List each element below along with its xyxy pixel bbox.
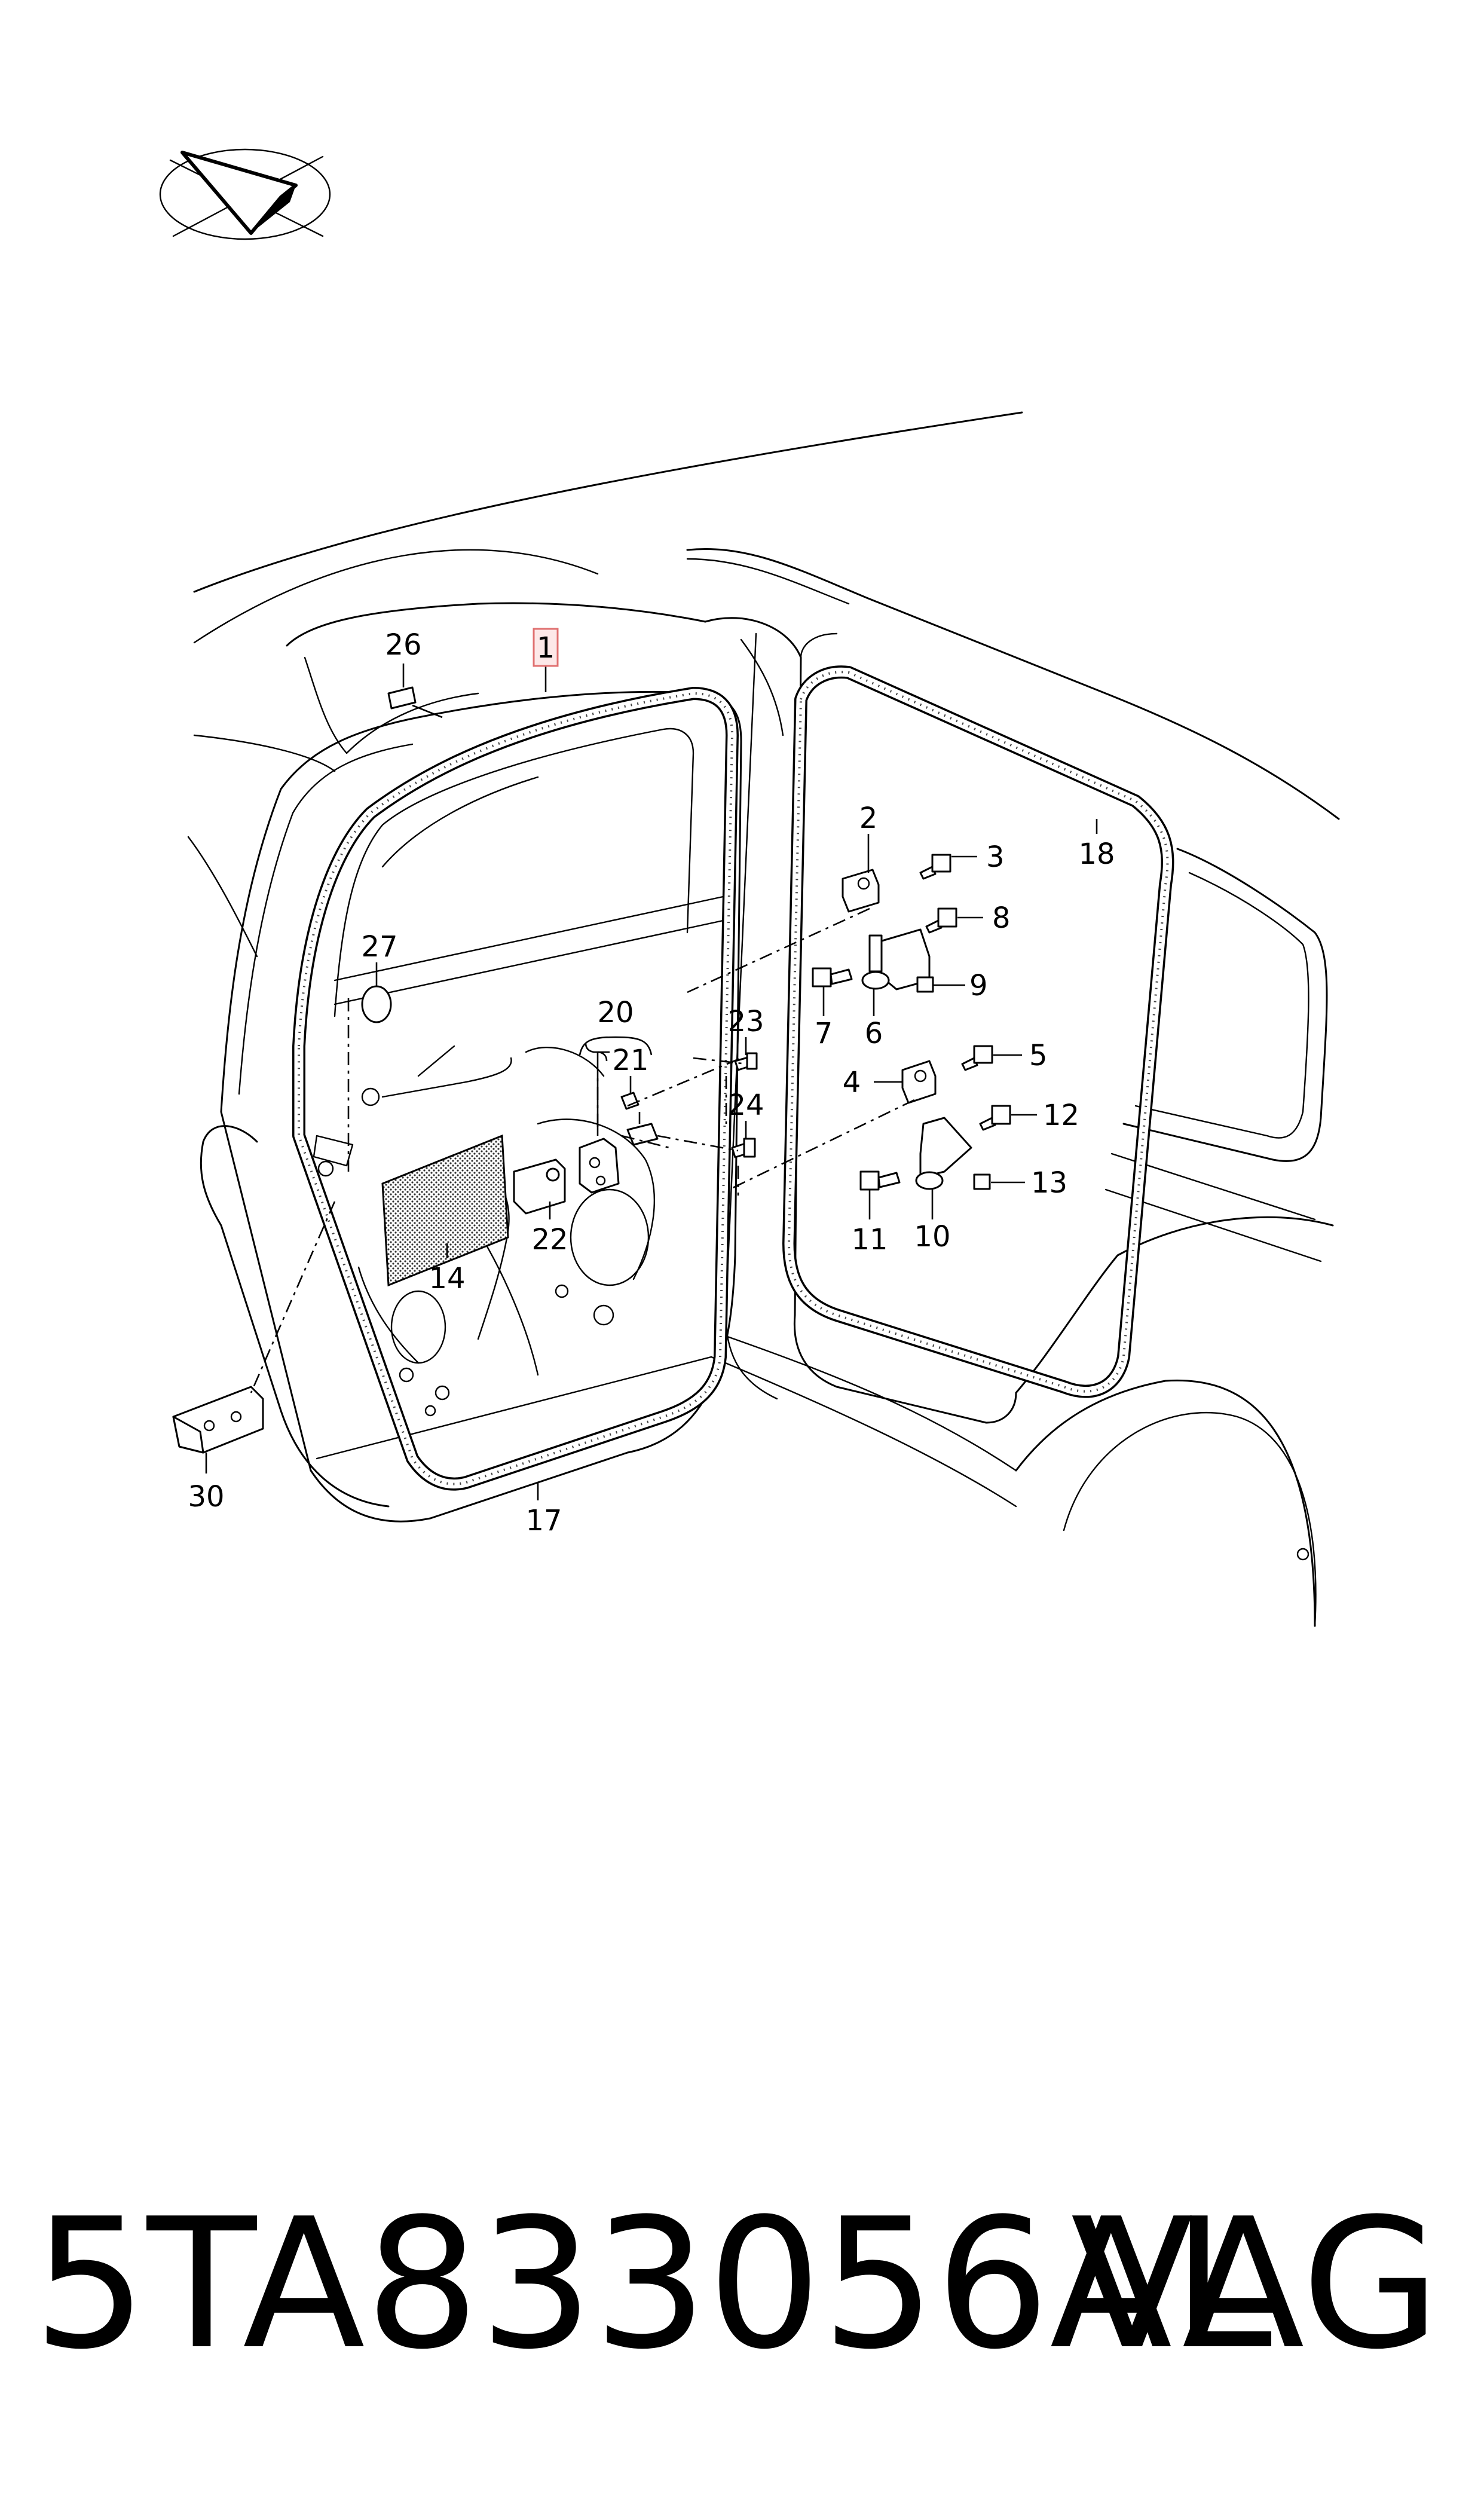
callout-13: 13: [1031, 1166, 1067, 1200]
callout-labels: 1 2 3 4 5 6 7 8 9 10 11 12 13 14 17 18 2…: [188, 628, 1115, 1537]
brand-label: VAG: [1071, 2180, 1440, 2389]
callout-23: 23: [727, 1005, 764, 1038]
callout-18: 18: [1078, 837, 1115, 871]
alignment-lines: [250, 907, 915, 1393]
callout-12: 12: [1043, 1099, 1079, 1132]
callout-21: 21: [612, 1044, 648, 1077]
callout-7: 7: [815, 1017, 833, 1050]
callout-24: 24: [727, 1089, 764, 1122]
callout-11: 11: [851, 1223, 888, 1257]
callout-20: 20: [597, 996, 634, 1029]
callout-17: 17: [525, 1504, 562, 1537]
callout-14: 14: [429, 1262, 465, 1295]
callout-22: 22: [531, 1223, 568, 1257]
callout-5: 5: [1029, 1039, 1048, 1072]
callout-10: 10: [914, 1220, 950, 1254]
callout-2: 2: [859, 802, 878, 835]
direction-arrow-icon: [159, 148, 331, 240]
highlight-box: [533, 628, 559, 667]
callout-3: 3: [986, 840, 1005, 874]
callout-30: 30: [188, 1480, 224, 1514]
rear-door-assembly: [200, 690, 742, 1523]
callout-27: 27: [361, 930, 397, 964]
part-number: 5TA833056AL: [33, 2180, 1273, 2389]
door-window-frame: [333, 727, 694, 1017]
callout-leaders: [205, 664, 1098, 1500]
door-seal: [292, 687, 739, 1491]
callout-26: 26: [385, 628, 421, 662]
door-parts: [172, 686, 1011, 1454]
callout-20-bracket: [579, 1036, 653, 1056]
callout-1: 1: [537, 631, 555, 665]
door-opening-seal: [782, 665, 1174, 1398]
callout-8: 8: [992, 901, 1011, 935]
callout-4: 4: [843, 1066, 861, 1099]
callout-9: 9: [969, 969, 988, 1002]
callout-6: 6: [865, 1017, 883, 1050]
